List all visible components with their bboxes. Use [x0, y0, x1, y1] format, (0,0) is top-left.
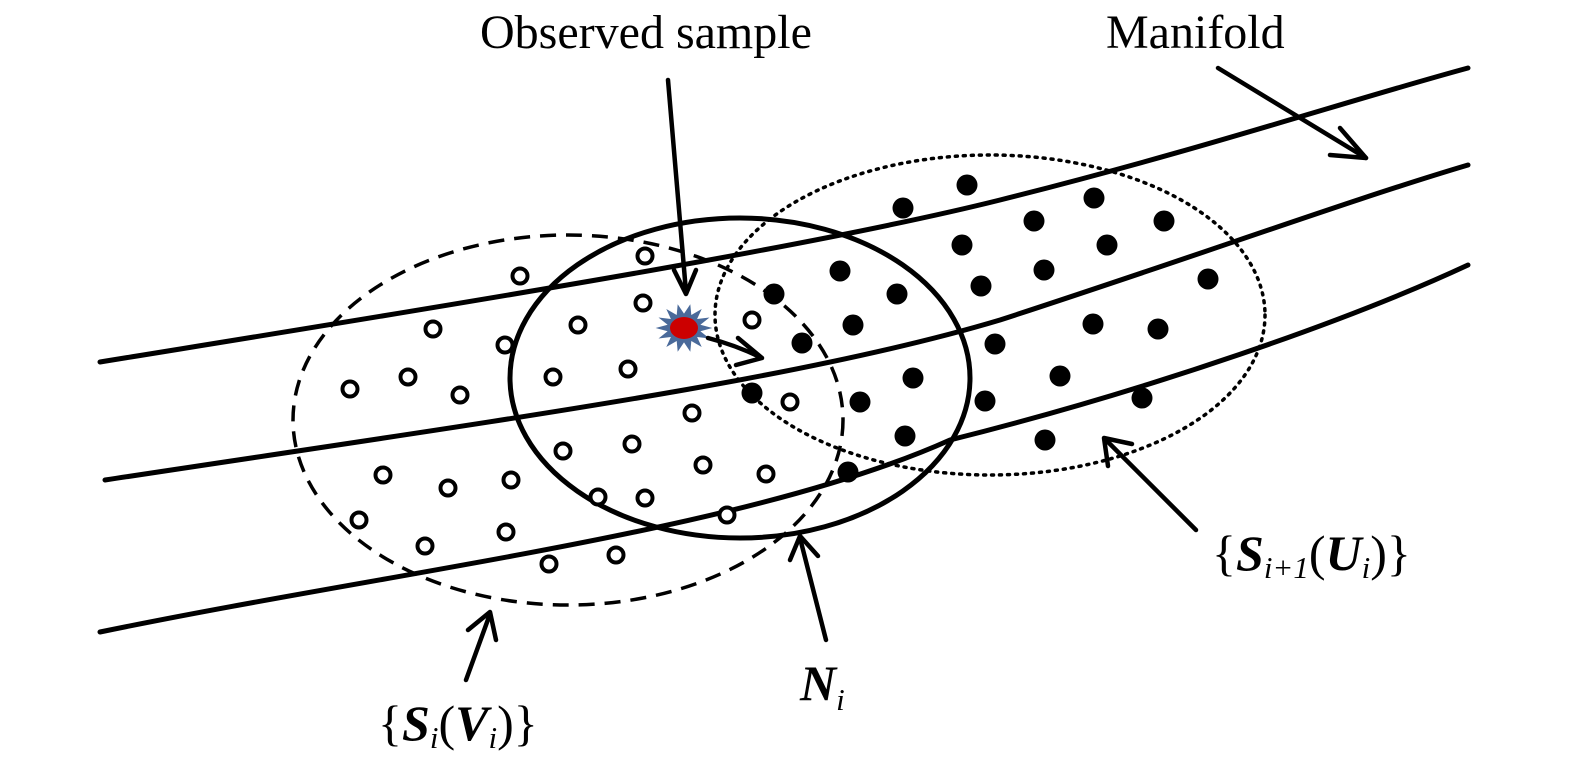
manifold-middle-curve	[102, 162, 1471, 483]
si-vi-pointer-arrow	[463, 609, 499, 683]
open-circle-point	[373, 465, 393, 485]
open-circle-point	[635, 246, 655, 266]
open-circle-point	[693, 455, 713, 475]
observed-sample-label: Observed sample	[480, 6, 812, 59]
open-circle-point	[780, 392, 800, 412]
ni-region-solid-ellipse	[507, 215, 973, 541]
open-circle-point	[340, 379, 360, 399]
si1-ui-region-dotted-ellipse	[713, 153, 1267, 477]
open-circle-point	[496, 522, 516, 542]
open-circle-point	[495, 335, 515, 355]
filled-dot-point	[984, 333, 1006, 355]
filled-dot-point	[791, 332, 813, 354]
open-circle-point	[423, 319, 443, 339]
filled-dot-point	[951, 234, 973, 256]
filled-dot-point	[1033, 259, 1055, 281]
observed-sample-marker	[655, 304, 713, 352]
filled-dot-point	[974, 390, 996, 412]
filled-dot-point	[1131, 387, 1153, 409]
filled-dot-point	[886, 283, 908, 305]
filled-dot-point	[902, 367, 924, 389]
manifold-bottom-curve	[97, 262, 1471, 635]
filled-dot-point	[849, 391, 871, 413]
filled-dot-point	[1153, 210, 1175, 232]
observed-sample-direction-arrow	[705, 335, 765, 368]
observed-sample-core	[670, 317, 698, 339]
ni-label: Ni	[799, 655, 845, 717]
open-circle-point	[622, 434, 642, 454]
si1-ui-pointer-arrow	[1101, 435, 1199, 533]
open-circle-point	[742, 310, 762, 330]
filled-dot-point	[1034, 429, 1056, 451]
open-circle-point	[450, 385, 470, 405]
filled-dot-point	[1147, 318, 1169, 340]
open-circle-point	[349, 510, 369, 530]
open-circle-point	[606, 545, 626, 565]
si-vi-region-dashed-ellipse	[291, 233, 845, 607]
filled-dot-point	[970, 275, 992, 297]
open-circle-point	[635, 488, 655, 508]
si1-ui-label: {Si+1(Ui)}	[1212, 525, 1411, 585]
open-circle-point	[543, 367, 563, 387]
manifold-curves	[97, 65, 1471, 635]
open-circle-point	[633, 293, 653, 313]
open-circle-point	[510, 266, 530, 286]
open-circle-point	[568, 315, 588, 335]
filled-dot-point	[829, 260, 851, 282]
filled-dot-point	[1049, 365, 1071, 387]
open-circle-point	[553, 441, 573, 461]
filled-dot-point	[894, 425, 916, 447]
filled-dot-point	[892, 197, 914, 219]
open-circle-point	[415, 536, 435, 556]
filled-dot-point	[956, 174, 978, 196]
filled-dot-point	[763, 283, 785, 305]
filled-dot-point	[1083, 187, 1105, 209]
open-circle-points	[340, 246, 800, 574]
open-circle-point	[756, 464, 776, 484]
manifold-label: Manifold	[1106, 6, 1285, 59]
si-vi-label: {Si(Vi)}	[378, 695, 538, 755]
manifold-top-curve	[97, 65, 1471, 365]
open-circle-point	[539, 554, 559, 574]
filled-dot-point	[1023, 210, 1045, 232]
open-circle-point	[682, 403, 702, 423]
open-circle-point	[398, 367, 418, 387]
ni-pointer-arrow	[787, 533, 829, 643]
open-circle-point	[618, 359, 638, 379]
filled-dot-point	[741, 382, 763, 404]
filled-dot-point	[1197, 268, 1219, 290]
manifold-pointer-arrow	[1215, 65, 1369, 161]
open-circle-point	[438, 478, 458, 498]
open-circle-point	[588, 487, 608, 507]
filled-dot-points	[741, 174, 1219, 483]
open-circle-point	[501, 470, 521, 490]
filled-dot-point	[1082, 313, 1104, 335]
filled-dot-point	[837, 461, 859, 483]
filled-dot-point	[842, 314, 864, 336]
observed-sample-pointer-arrow	[665, 77, 699, 297]
open-circle-point	[717, 505, 737, 525]
filled-dot-point	[1096, 234, 1118, 256]
